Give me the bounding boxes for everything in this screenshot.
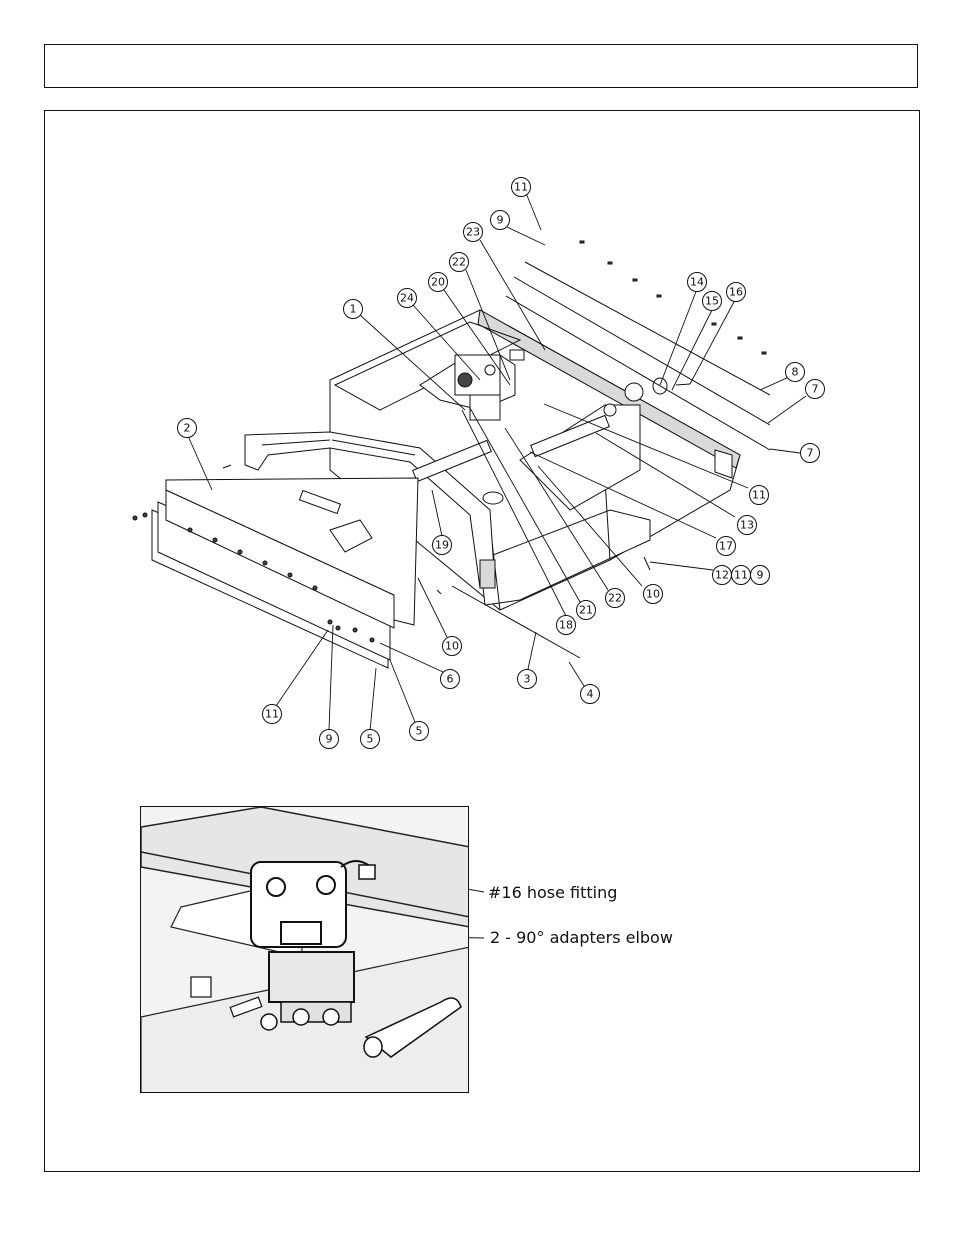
svg-text:16: 16 — [729, 286, 743, 299]
svg-text:21: 21 — [579, 604, 593, 617]
callout-10: 10 — [643, 584, 663, 604]
callout-11: 11 — [511, 177, 531, 197]
svg-text:9: 9 — [497, 214, 504, 227]
callout-6: 6 — [440, 669, 460, 689]
svg-text:15: 15 — [705, 295, 719, 308]
svg-text:18: 18 — [559, 619, 573, 632]
svg-text:10: 10 — [445, 640, 459, 653]
svg-text:7: 7 — [807, 447, 814, 460]
svg-text:8: 8 — [792, 366, 799, 379]
callout-5: 5 — [360, 729, 380, 749]
rods — [451, 261, 771, 659]
svg-text:11: 11 — [265, 708, 279, 721]
callout-11: 11 — [749, 485, 769, 505]
svg-text:17: 17 — [719, 540, 733, 553]
detail-gearbox-image — [141, 807, 468, 1092]
svg-text:3: 3 — [524, 673, 531, 686]
svg-text:20: 20 — [431, 276, 445, 289]
svg-text:14: 14 — [690, 276, 704, 289]
callout-14: 14 — [687, 272, 707, 292]
leader-lines — [187, 192, 807, 732]
rear-guard-plates — [132, 464, 442, 669]
header-box — [44, 44, 918, 88]
callout-3: 3 — [517, 669, 537, 689]
hardware-bits — [579, 240, 767, 571]
callout-9: 9 — [750, 565, 770, 585]
svg-text:11: 11 — [514, 181, 528, 194]
callout-11: 11 — [731, 565, 751, 585]
svg-text:22: 22 — [608, 592, 622, 605]
svg-text:11: 11 — [752, 489, 766, 502]
callout-2: 2 — [177, 418, 197, 438]
callout-19: 19 — [432, 535, 452, 555]
callout-8: 8 — [785, 362, 805, 382]
callout-1: 1 — [343, 299, 363, 319]
svg-text:22: 22 — [452, 256, 466, 269]
callouts: 11 9 23 22 20 24 1 14 15 16 8 7 7 2 11 1… — [177, 177, 825, 749]
main-box — [44, 110, 920, 1172]
svg-text:10: 10 — [646, 588, 660, 601]
callout-7: 7 — [800, 443, 820, 463]
svg-text:19: 19 — [435, 539, 449, 552]
gearbox-assembly — [419, 349, 525, 421]
svg-text:12: 12 — [715, 569, 729, 582]
svg-text:9: 9 — [326, 733, 333, 746]
callout-24: 24 — [397, 288, 417, 308]
callout-4: 4 — [580, 684, 600, 704]
callout-13: 13 — [737, 515, 757, 535]
svg-text:5: 5 — [416, 725, 423, 738]
callout-22: 22 — [605, 588, 625, 608]
svg-text:4: 4 — [587, 688, 594, 701]
callout-5: 5 — [409, 721, 429, 741]
detail-photo — [140, 806, 469, 1093]
callout-23: 23 — [463, 222, 483, 242]
callout-17: 17 — [716, 536, 736, 556]
svg-text:1: 1 — [350, 303, 357, 316]
svg-text:2: 2 — [184, 422, 191, 435]
svg-text:6: 6 — [447, 673, 454, 686]
svg-text:23: 23 — [466, 226, 480, 239]
callout-10: 10 — [442, 636, 462, 656]
adapters-elbow-label: 2 - 90° adapters elbow — [490, 928, 673, 947]
callout-9: 9 — [319, 729, 339, 749]
callout-16: 16 — [726, 282, 746, 302]
svg-text:9: 9 — [757, 569, 764, 582]
callout-11: 11 — [262, 704, 282, 724]
callout-22: 22 — [449, 252, 469, 272]
callout-12: 12 — [712, 565, 732, 585]
callout-21: 21 — [576, 600, 596, 620]
callout-7: 7 — [805, 379, 825, 399]
svg-text:5: 5 — [367, 733, 374, 746]
callout-20: 20 — [428, 272, 448, 292]
svg-text:11: 11 — [734, 569, 748, 582]
plate-holes — [132, 512, 375, 643]
callout-18: 18 — [556, 615, 576, 635]
callout-9: 9 — [490, 210, 510, 230]
svg-text:7: 7 — [812, 383, 819, 396]
svg-text:24: 24 — [400, 292, 414, 305]
callout-15: 15 — [702, 291, 722, 311]
svg-text:13: 13 — [740, 519, 754, 532]
hose-fitting-label: #16 hose fitting — [488, 883, 618, 902]
